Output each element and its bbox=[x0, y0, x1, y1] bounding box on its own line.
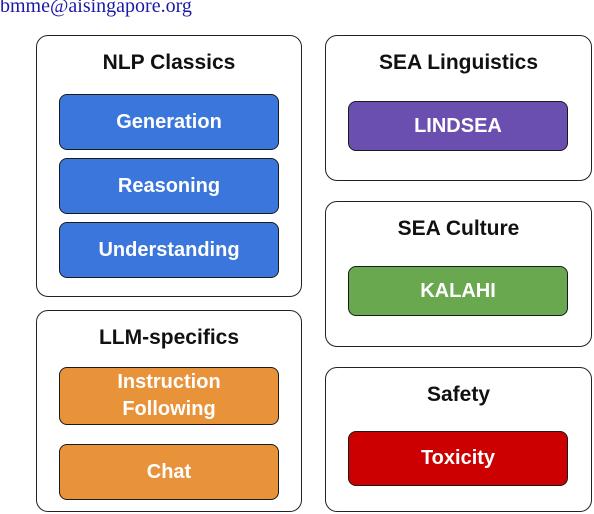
pill-reasoning: Reasoning bbox=[59, 158, 279, 214]
pill-kalahi: KALAHI bbox=[348, 266, 568, 316]
group-safety: Safety Toxicity bbox=[325, 367, 592, 512]
group-title-sea-culture: SEA Culture bbox=[397, 217, 520, 240]
group-title-nlp-classics: NLP Classics bbox=[102, 51, 236, 74]
group-title-sea-linguistics: SEA Linguistics bbox=[378, 51, 539, 74]
pill-chat: Chat bbox=[59, 444, 279, 500]
header-email-fragment: bmme@aisingapore.org bbox=[0, 0, 192, 17]
group-title-llm-specifics: LLM-specifics bbox=[98, 326, 240, 349]
pill-lindsea: LINDSEA bbox=[348, 101, 568, 151]
group-llm-specifics: LLM-specifics Instruction Following Chat bbox=[36, 310, 302, 512]
group-nlp-classics: NLP Classics Generation Reasoning Unders… bbox=[36, 35, 302, 297]
group-title-safety: Safety bbox=[426, 383, 491, 406]
group-sea-culture: SEA Culture KALAHI bbox=[325, 201, 592, 347]
pill-understanding: Understanding bbox=[59, 222, 279, 278]
pill-instruction-following: Instruction Following bbox=[59, 367, 279, 425]
pill-generation: Generation bbox=[59, 94, 279, 150]
pill-toxicity: Toxicity bbox=[348, 431, 568, 486]
group-sea-linguistics: SEA Linguistics LINDSEA bbox=[325, 35, 592, 181]
